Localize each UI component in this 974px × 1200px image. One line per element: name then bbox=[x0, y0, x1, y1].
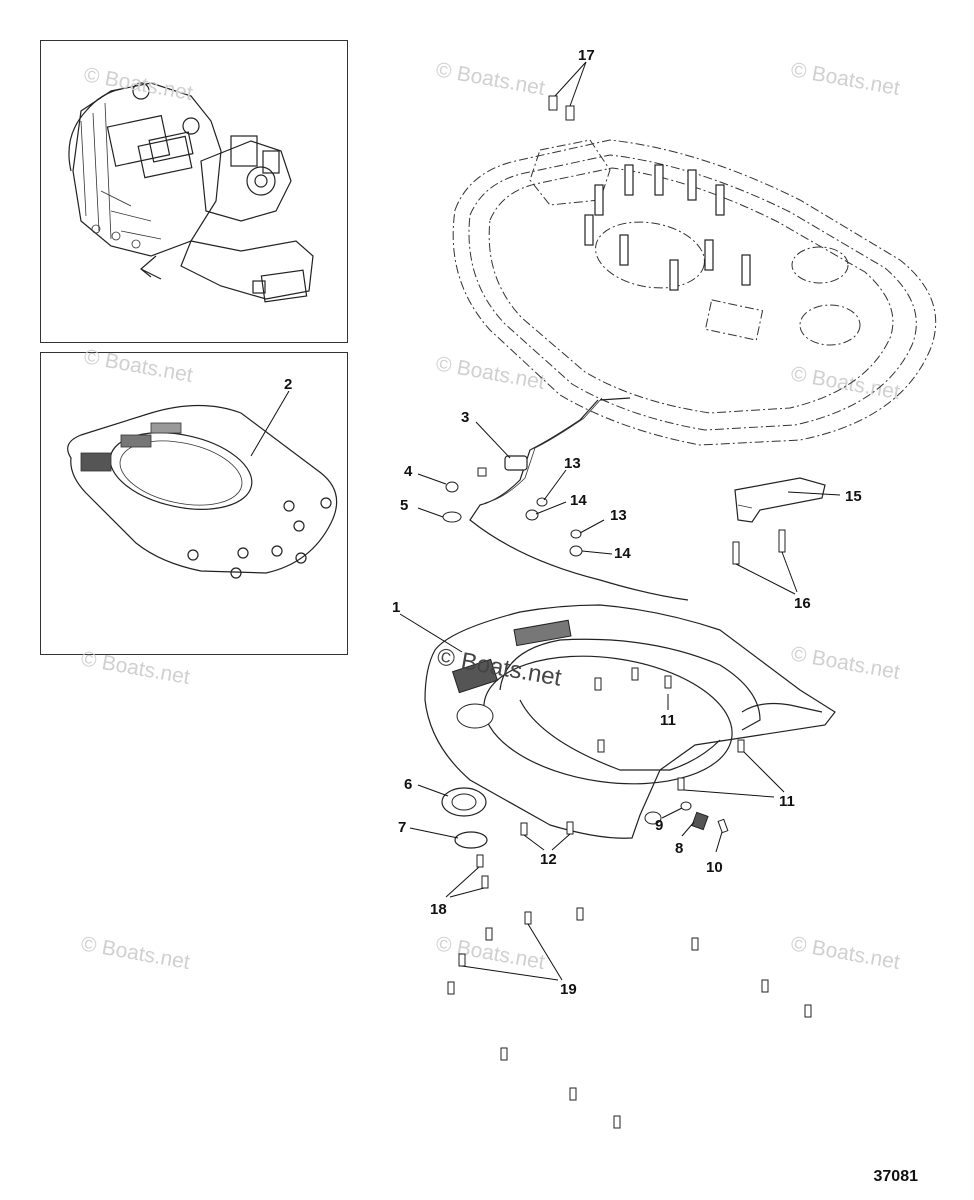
watermark: © Boats.net bbox=[79, 647, 192, 689]
watermark: © Boats.net bbox=[79, 932, 192, 974]
callout-7: 7 bbox=[398, 819, 406, 836]
sensor-harness bbox=[469, 397, 689, 601]
plate-inset-frame: 2 © Boats.net bbox=[40, 345, 348, 655]
bracket bbox=[734, 477, 826, 523]
flywheel-housing bbox=[452, 139, 937, 446]
callout-10: 10 bbox=[706, 859, 723, 876]
watermark: © Boats.net bbox=[789, 932, 902, 974]
callout-15: 15 bbox=[845, 488, 862, 505]
callout-18: 18 bbox=[430, 901, 447, 918]
callout-1: 1 bbox=[392, 599, 400, 616]
callout-17: 17 bbox=[578, 47, 595, 64]
watermark: © Boats.net bbox=[789, 58, 902, 100]
figure-number: 37081 bbox=[873, 1168, 919, 1185]
callout-13: 13 bbox=[564, 455, 581, 472]
bolt bbox=[548, 95, 575, 121]
callout-5: 5 bbox=[400, 497, 408, 514]
callout-16: 16 bbox=[794, 595, 811, 612]
callout-13: 13 bbox=[610, 507, 627, 524]
callout-11: 11 bbox=[660, 712, 676, 729]
bolt bbox=[732, 529, 786, 565]
flywheel-cover bbox=[441, 787, 488, 849]
callout-3: 3 bbox=[461, 409, 469, 426]
flywheel-housing-plate: 2 © Boats.net bbox=[67, 345, 338, 579]
watermark: © Boats.net bbox=[434, 58, 547, 100]
flywheel-cover bbox=[424, 604, 836, 839]
callout-11: 11 bbox=[779, 793, 795, 810]
nut bbox=[445, 481, 459, 493]
watermark: © Boats.net bbox=[789, 642, 902, 684]
callout-14: 14 bbox=[614, 545, 631, 562]
callout-4: 4 bbox=[404, 463, 413, 480]
callout-6: 6 bbox=[404, 776, 412, 793]
callout-14: 14 bbox=[570, 492, 587, 509]
callout-8: 8 bbox=[675, 840, 683, 857]
callout-9: 9 bbox=[655, 817, 663, 834]
center-watermark: © Boats.net bbox=[435, 643, 564, 691]
watermark: © Boats.net bbox=[789, 362, 902, 404]
callout-12: 12 bbox=[540, 851, 557, 868]
callout-2: 2 bbox=[284, 376, 292, 393]
washer bbox=[442, 511, 462, 523]
callout-19: 19 bbox=[560, 981, 577, 998]
bolt bbox=[447, 907, 812, 1129]
engine-inset-frame: © Boats.net bbox=[40, 40, 348, 343]
bolt bbox=[476, 854, 489, 889]
bolt bbox=[594, 667, 745, 791]
watermark: © Boats.net bbox=[434, 352, 547, 394]
engine-transmission-illustration: © Boats.net bbox=[68, 63, 314, 303]
